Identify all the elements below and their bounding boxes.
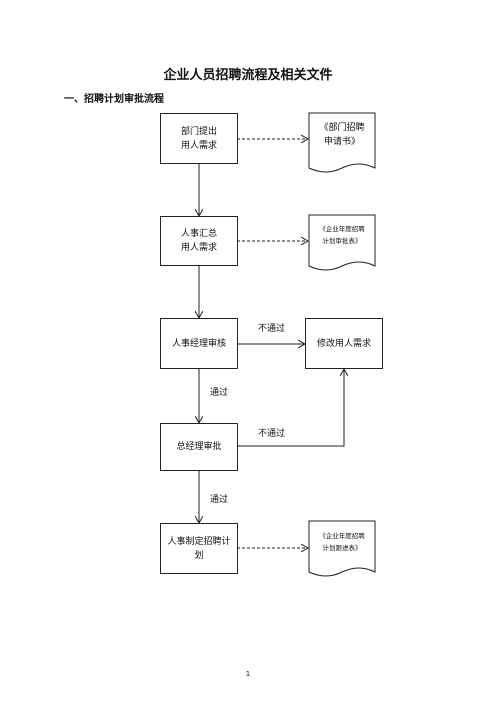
page-title: 企业人员招聘流程及相关文件 xyxy=(163,68,333,83)
document-shape-1 xyxy=(308,112,376,173)
edge-label-reject-2: 不通过 xyxy=(258,429,286,439)
document-3-label: 《企业年度招聘 计划跟进表》 xyxy=(319,532,365,552)
node-modify-request: 修改用人需求 xyxy=(305,318,383,369)
node-hr-plan: 人事制定招聘计 划 xyxy=(160,523,238,574)
node-gm-approve: 总经理审批 xyxy=(160,423,238,471)
edge-label-pass-1: 通过 xyxy=(210,388,229,398)
node-hr-collect: 人事汇总 用人需求 xyxy=(160,216,238,266)
arrow-gm-reject xyxy=(237,369,344,447)
edge-label-pass-2: 通过 xyxy=(210,495,229,505)
edge-label-reject-1: 不通过 xyxy=(258,324,286,334)
node-dept-request: 部门提出 用人需求 xyxy=(160,113,238,164)
section-heading: 一、招聘计划审批流程 xyxy=(64,94,164,105)
document-shape-3 xyxy=(308,520,376,577)
page-number: 1 xyxy=(245,670,251,678)
document-shape-2 xyxy=(308,214,376,271)
document-1-label: 《部门招聘 申请书》 xyxy=(319,123,365,147)
document-2-label: 《企业年度招聘 计划审批表》 xyxy=(319,225,365,245)
node-hr-manager-review: 人事经理审核 xyxy=(160,318,238,369)
